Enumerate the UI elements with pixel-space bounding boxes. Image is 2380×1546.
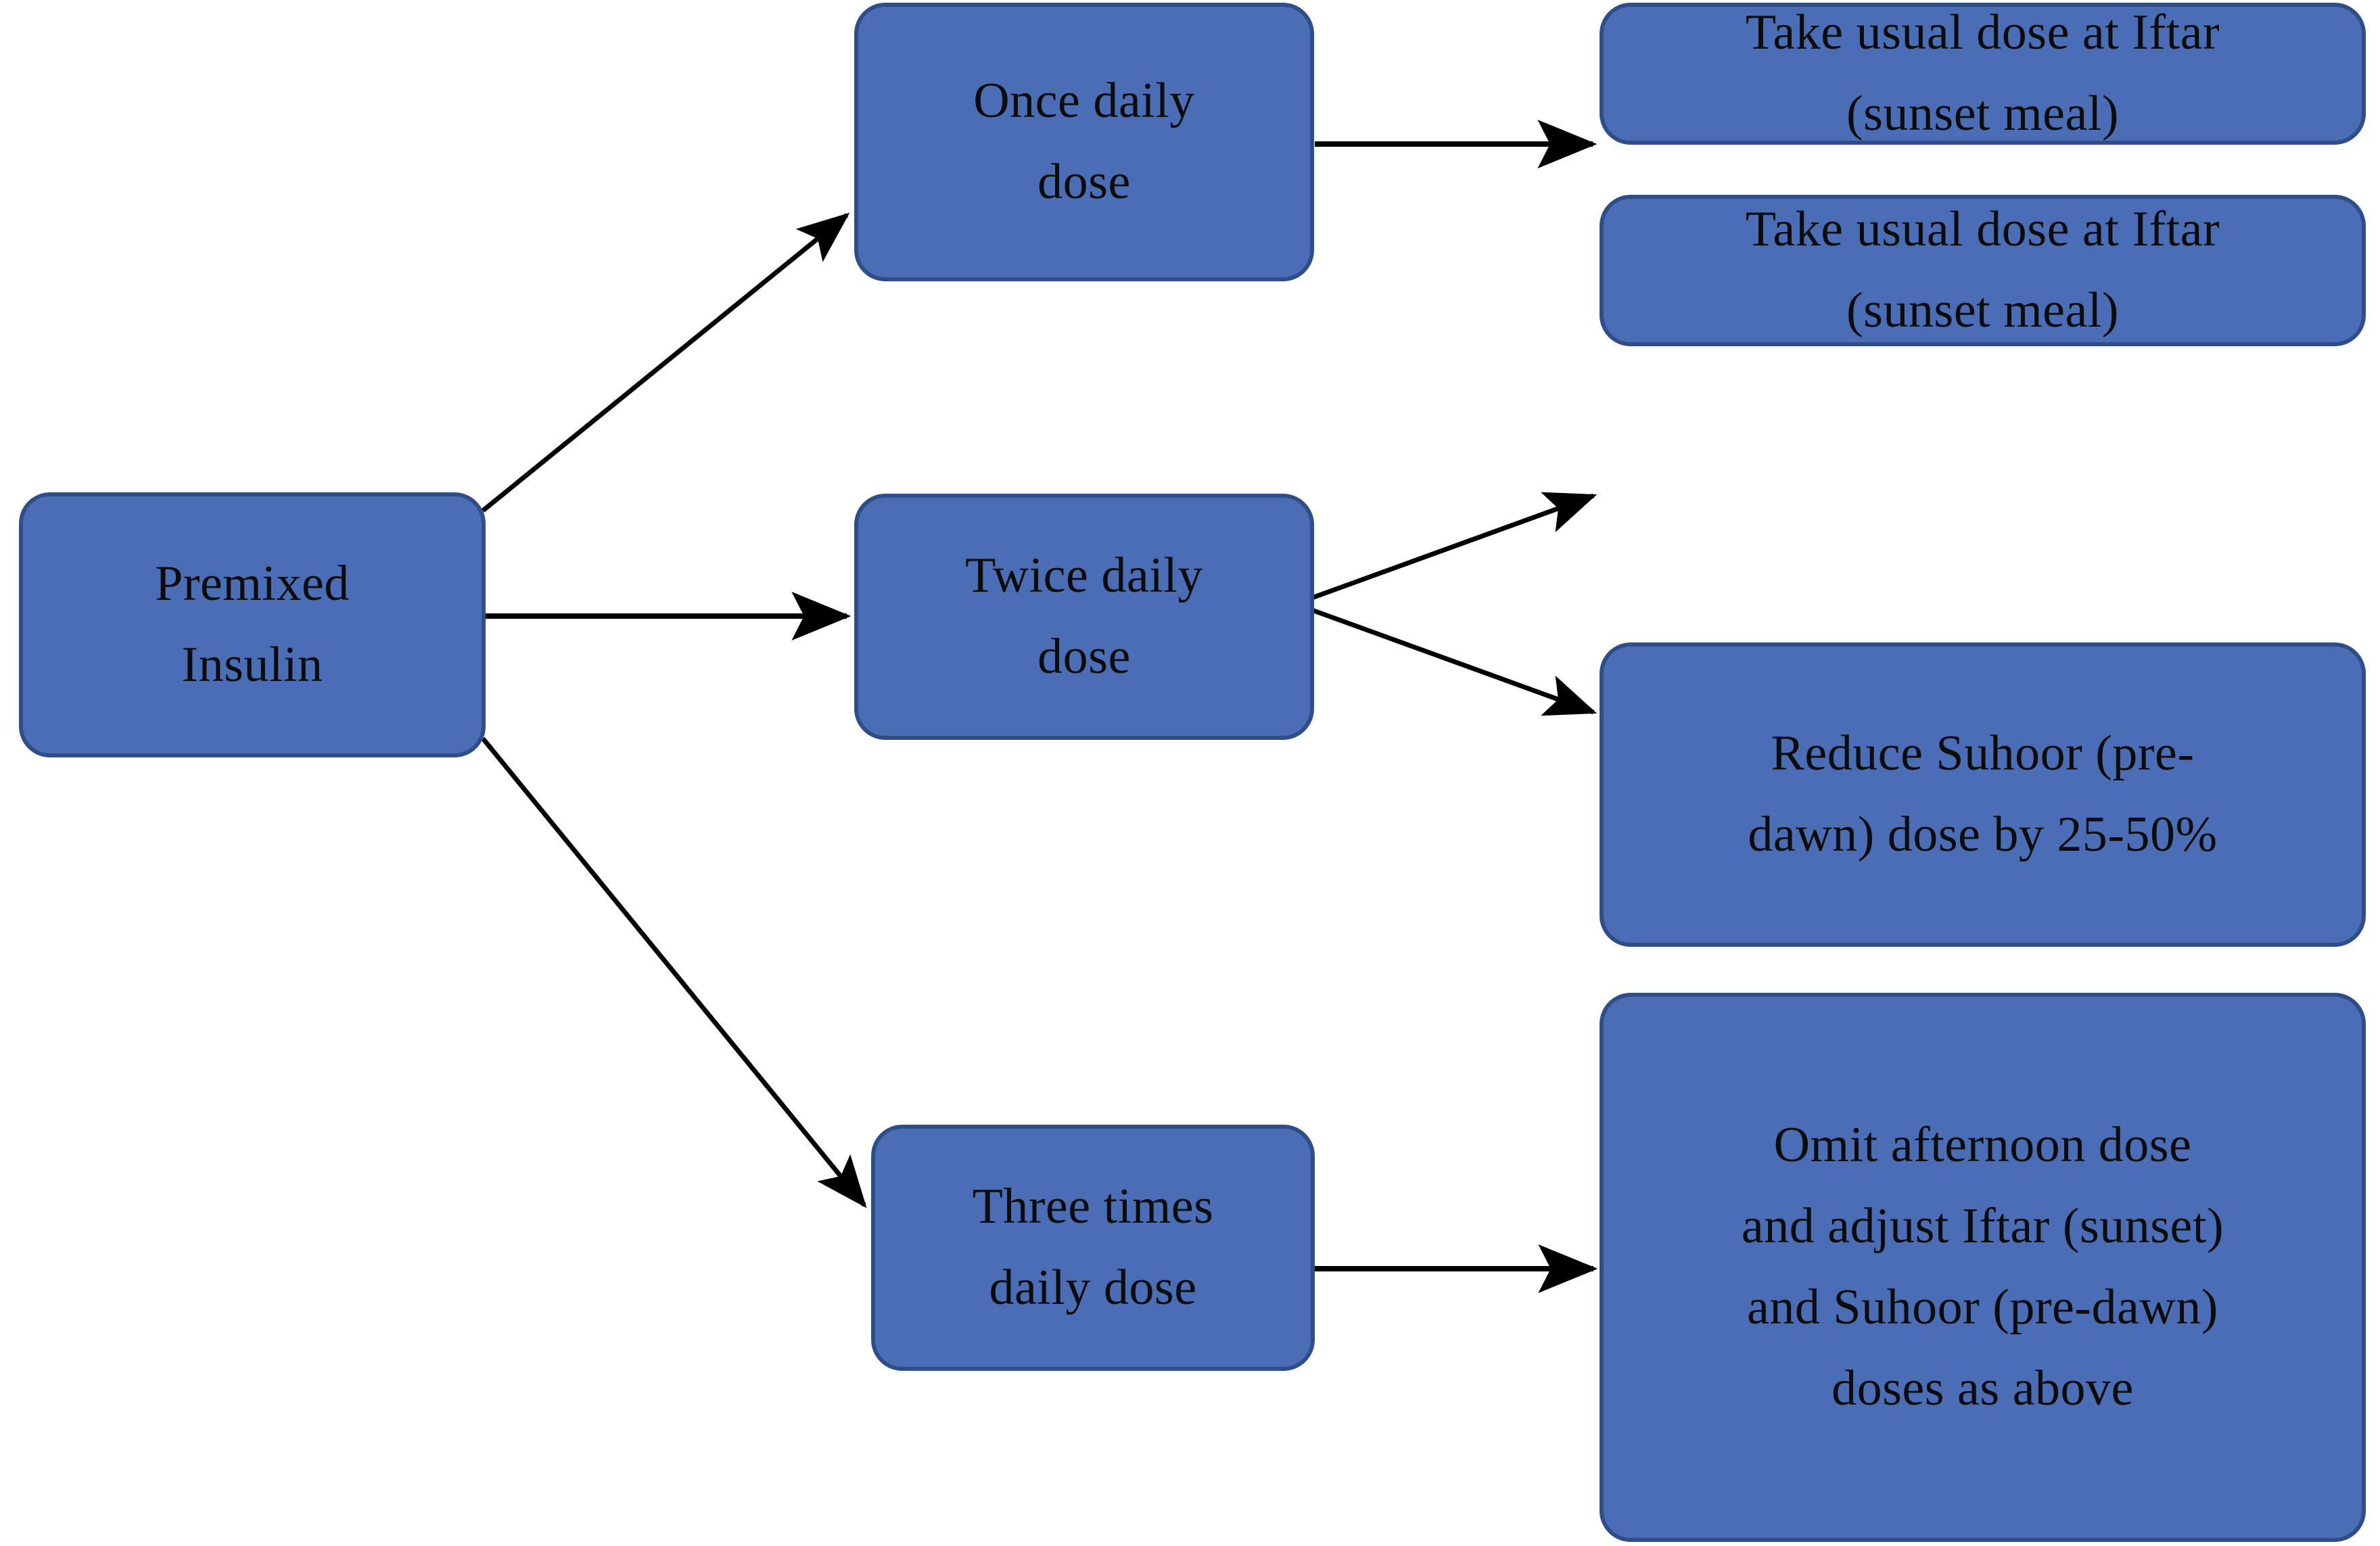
node-text-line: doses as above <box>1831 1360 2134 1416</box>
node-take-usual-dose-at-iftar-1[interactable]: Take usual dose at Iftar (sunset meal) <box>1600 3 2366 145</box>
node-twice-daily-dose[interactable]: Twice daily dose <box>854 494 1314 740</box>
node-take-usual-dose-at-iftar-2[interactable]: Take usual dose at Iftar (sunset meal) <box>1600 195 2366 346</box>
node-omit-afternoon-dose[interactable]: Omit afternoon dose and adjust Iftar (su… <box>1600 993 2366 1542</box>
node-text-line: dose <box>1037 154 1131 210</box>
node-text-line: Insulin <box>181 637 323 693</box>
edge-twice-to-iftar <box>1301 492 1597 604</box>
node-text-line: Reduce Suhoor (pre- <box>1771 726 2195 782</box>
node-once-daily-dose[interactable]: Once daily dose <box>854 3 1314 281</box>
node-text-line: Three times <box>972 1179 1214 1235</box>
node-text-line: dose <box>1037 629 1131 684</box>
node-text-line: (sunset meal) <box>1846 86 2120 141</box>
node-text-line: Premixed <box>155 556 350 612</box>
node-reduce-suhoor-dose[interactable]: Reduce Suhoor (pre- dawn) dose by 25-50% <box>1600 642 2366 947</box>
node-text-line: Take usual dose at Iftar <box>1745 5 2220 61</box>
node-text-line: Omit afternoon dose <box>1773 1117 2192 1173</box>
node-text-line: (sunset meal) <box>1846 283 2120 338</box>
node-text-line: Twice daily <box>965 548 1203 604</box>
node-premixed-insulin[interactable]: Premixed Insulin <box>19 492 486 757</box>
node-text-line: dawn) dose by 25-50% <box>1748 807 2218 862</box>
edge-root-to-once <box>481 212 850 513</box>
node-three-times-daily-dose[interactable]: Three times daily dose <box>871 1125 1315 1371</box>
edge-twice-to-suhoor <box>1301 604 1597 716</box>
node-text-line: and Suhoor (pre-dawn) <box>1747 1280 2218 1335</box>
node-text-line: Take usual dose at Iftar <box>1745 202 2220 258</box>
node-text-line: daily dose <box>989 1260 1197 1315</box>
node-text-line: Once daily <box>973 73 1195 129</box>
edge-root-to-three <box>481 736 867 1209</box>
node-text-line: and adjust Iftar (sunset) <box>1741 1198 2224 1255</box>
